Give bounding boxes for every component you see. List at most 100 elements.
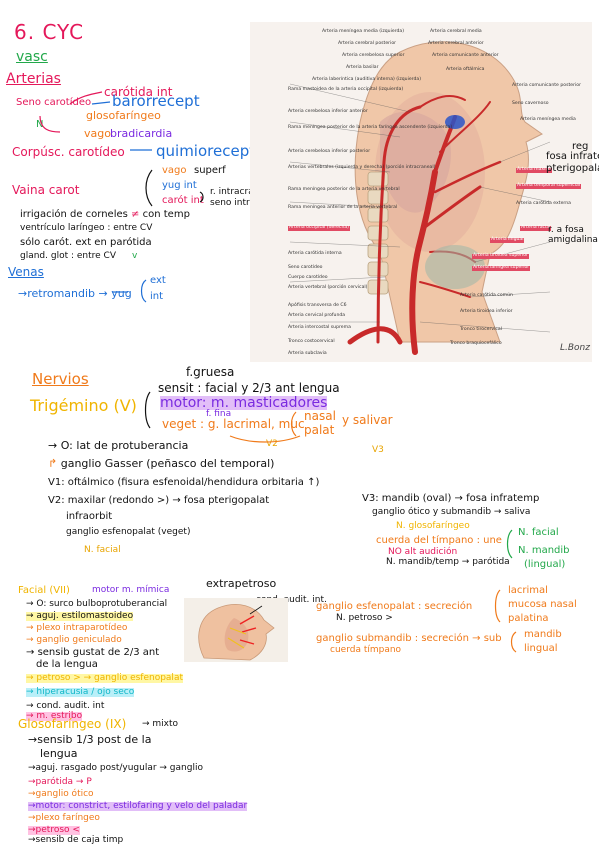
n-mandib-right: N. mandib — [518, 545, 570, 556]
label-oftalmica: Arteria oftálmica — [446, 67, 485, 72]
nervios-heading: Nervios — [32, 370, 89, 388]
glosof-plexo-text: plexo faríngeo — [35, 813, 100, 823]
label-cuerpo-carotideo: Cuerpo carotídeo — [288, 275, 328, 280]
p-text: P — [86, 777, 92, 787]
quimiorecept: quimiorecept — [156, 142, 256, 160]
nasal: nasal — [304, 409, 336, 423]
glosof-heading: Glosofaríngeo (IX) — [18, 717, 127, 731]
label-laringea-superior: Arteria laríngea superior — [472, 265, 531, 271]
label-seno-cavernoso: Seno cavernoso — [512, 101, 549, 106]
anatomy-drawing — [289, 41, 551, 355]
vena-ext: ext — [150, 275, 166, 286]
trigemino: Trigémino (V) — [30, 396, 137, 415]
label-basilar: Arteria basilar — [346, 65, 379, 70]
vaina-vago: vago — [162, 165, 187, 176]
glosof-ganglio-otico: →ganglio ótico — [28, 789, 94, 799]
facial-origen: → O: surco bulboprotuberancial — [26, 599, 168, 609]
sensib-caja-text: sensib de caja timp — [35, 835, 124, 845]
geniculado-text: ganglio geniculado — [36, 635, 122, 645]
glosof-plexo: →plexo faríngeo — [28, 813, 100, 823]
label-intercostal-suprema: Arteria intercostal suprema — [288, 325, 351, 330]
seno-carotideo: Seno carotídeo — [16, 97, 92, 108]
cuerda-tympano-facial: cuerda tímpano — [330, 645, 402, 655]
facial-sensib-text: sensib gustat de 2/3 ant — [37, 647, 160, 658]
n-petroso: N. petroso > — [336, 613, 393, 623]
label-meningea-ant-vert: Rama meníngea anterior de la arteria ver… — [288, 205, 398, 210]
section-vasc: vasc — [16, 49, 48, 65]
label-occipital: Arteria occipital (derecha) — [288, 225, 350, 231]
label-cerebral-posterior: Arteria cerebral posterior — [338, 41, 397, 46]
vaina-carotidea: Vaina carot — [12, 183, 80, 197]
glosof-sensib-text: sensib 1/3 post de la — [37, 733, 152, 746]
facial-aguj-text: aguj. estilomastoideo — [36, 611, 134, 621]
gasser-text: ganglio Gasser (peñasco del temporal) — [60, 457, 275, 470]
ganglio-gasser: ↱ ganglio Gasser (peñasco del temporal) — [48, 457, 275, 470]
lingual-right: (lingual) — [524, 559, 566, 570]
mixto-text: mixto — [152, 719, 179, 729]
vaina-carot: carót int — [162, 195, 204, 206]
signature: L.Bonz — [560, 343, 590, 353]
vena-int: int — [150, 291, 164, 302]
glosof-sensib-caja: →sensib de caja timp — [28, 835, 124, 845]
plexo-intraparotideo: → plexo intraparotídeo — [26, 623, 128, 633]
label-meningea-post-vert: Rama meníngea posterior de la arteria ve… — [288, 187, 400, 192]
glosof-mixto: → mixto — [142, 719, 179, 729]
label-cerebelosa-inf-post: Arteria cerebelosa inferior posterior — [288, 149, 371, 154]
yug-text: yug — [111, 287, 132, 300]
label-lingual: Arteria lingual — [490, 237, 525, 243]
gland-glot: gland. glot : entre CV — [20, 251, 116, 261]
mandib: mandib — [524, 629, 562, 640]
label-subclavia: Arteria subclavia — [288, 351, 327, 356]
glosof-aguj: →aguj. rasgado post/yugular → ganglio — [28, 763, 203, 773]
vaina-superf: superf — [194, 165, 226, 176]
bradicardia: bradicardia — [110, 127, 173, 140]
v3-mandib: V3: mandib (oval) → fosa infratemp — [362, 493, 540, 504]
hiperacusia-text: hiperacusia / ojo seco — [36, 687, 135, 697]
palat: palat — [304, 423, 335, 437]
facial-ganglio-sub: ganglio submandib : secreción → sub — [316, 633, 502, 644]
lingual: lingual — [524, 643, 558, 654]
label-rama-mastoidea: Rama mastoidea de la arteria occipital (… — [288, 87, 404, 92]
cuerda-timpano: cuerda del tímpano : une — [376, 535, 502, 546]
label-meningea-media-izq: Arteria meníngea media (izquierda) — [322, 29, 405, 34]
ganglio-otico: ganglio ótico y submandib → saliva — [372, 507, 531, 517]
facial-motor: motor m. mímica — [92, 585, 170, 595]
ann-amigdalina: r. a fosa amigdalina — [548, 225, 598, 245]
facial-petroso-text: petroso > → ganglio esfenopalat — [36, 673, 183, 683]
facial-aguj: → aguj. estilomastoideo — [26, 611, 134, 621]
label-temporal-superficial: Arteria temporal superficial — [516, 183, 582, 189]
extrapetroso: extrapetroso — [206, 577, 277, 590]
label-tronco-tirocervical: Tronco tirocervical — [460, 327, 502, 332]
corpusculo-carotideo: Corpúsc. carotídeo — [12, 145, 125, 159]
f-fina: f. fina — [206, 409, 232, 419]
retromandib: →retromandib → yug — [18, 287, 132, 300]
label-carotida-interna: Arteria carótida interna — [288, 251, 342, 256]
label-meningea-media: Arteria meníngea media — [520, 117, 576, 122]
face-drawing — [198, 604, 275, 661]
palatina: palatina — [508, 613, 549, 624]
facial-cond-audit: cond. audit. int. — [256, 595, 327, 605]
label-cerebral-anterior: Arteria cerebral anterior — [428, 41, 484, 46]
facial-lengua: de la lengua — [36, 659, 98, 670]
con-temp: con temp — [142, 209, 190, 220]
n-mandib-temp: N. mandib/temp → parótida — [386, 557, 510, 567]
label-vertebral-cervical: Arteria vertebral (porción cervical) — [288, 285, 368, 290]
glosofaringeo: glosofaríngeo — [86, 109, 161, 122]
facial-ganglio-esf: ganglio esfenopalat : secreción — [316, 601, 473, 612]
glosof-otico-text: ganglio ótico — [35, 789, 94, 799]
n-label: N — [36, 119, 44, 130]
label-maxilar: Arteria maxilar — [516, 167, 553, 173]
label-cerebelosa-inf-ant: Arteria cerebelosa inferior anterior — [288, 109, 368, 114]
label-apofisis-c6: Apófisis transversa de C6 — [288, 303, 347, 308]
n-facial-v2: N. facial — [84, 545, 121, 555]
label-meningea-post-faringea: Rama meníngea posterior de la arteria fa… — [288, 125, 453, 130]
label-tronco-braquiocefalico: Tronco braquiocefálico — [450, 341, 502, 346]
f-gruesa: f.gruesa — [186, 365, 235, 379]
ganglio-esfenopalat-veget: ganglio esfenopalat (veget) — [66, 527, 191, 537]
v2-maxilar: V2: maxilar (redondo >) → fosa pterigopa… — [48, 495, 270, 506]
lacrimal: lacrimal — [508, 585, 548, 596]
irrigacion-text: irrigación de corneles — [20, 209, 128, 220]
m-estribo-text: m. estribo — [36, 711, 83, 721]
facial-origen-text: O: surco bulboprotuberancial — [36, 599, 168, 609]
